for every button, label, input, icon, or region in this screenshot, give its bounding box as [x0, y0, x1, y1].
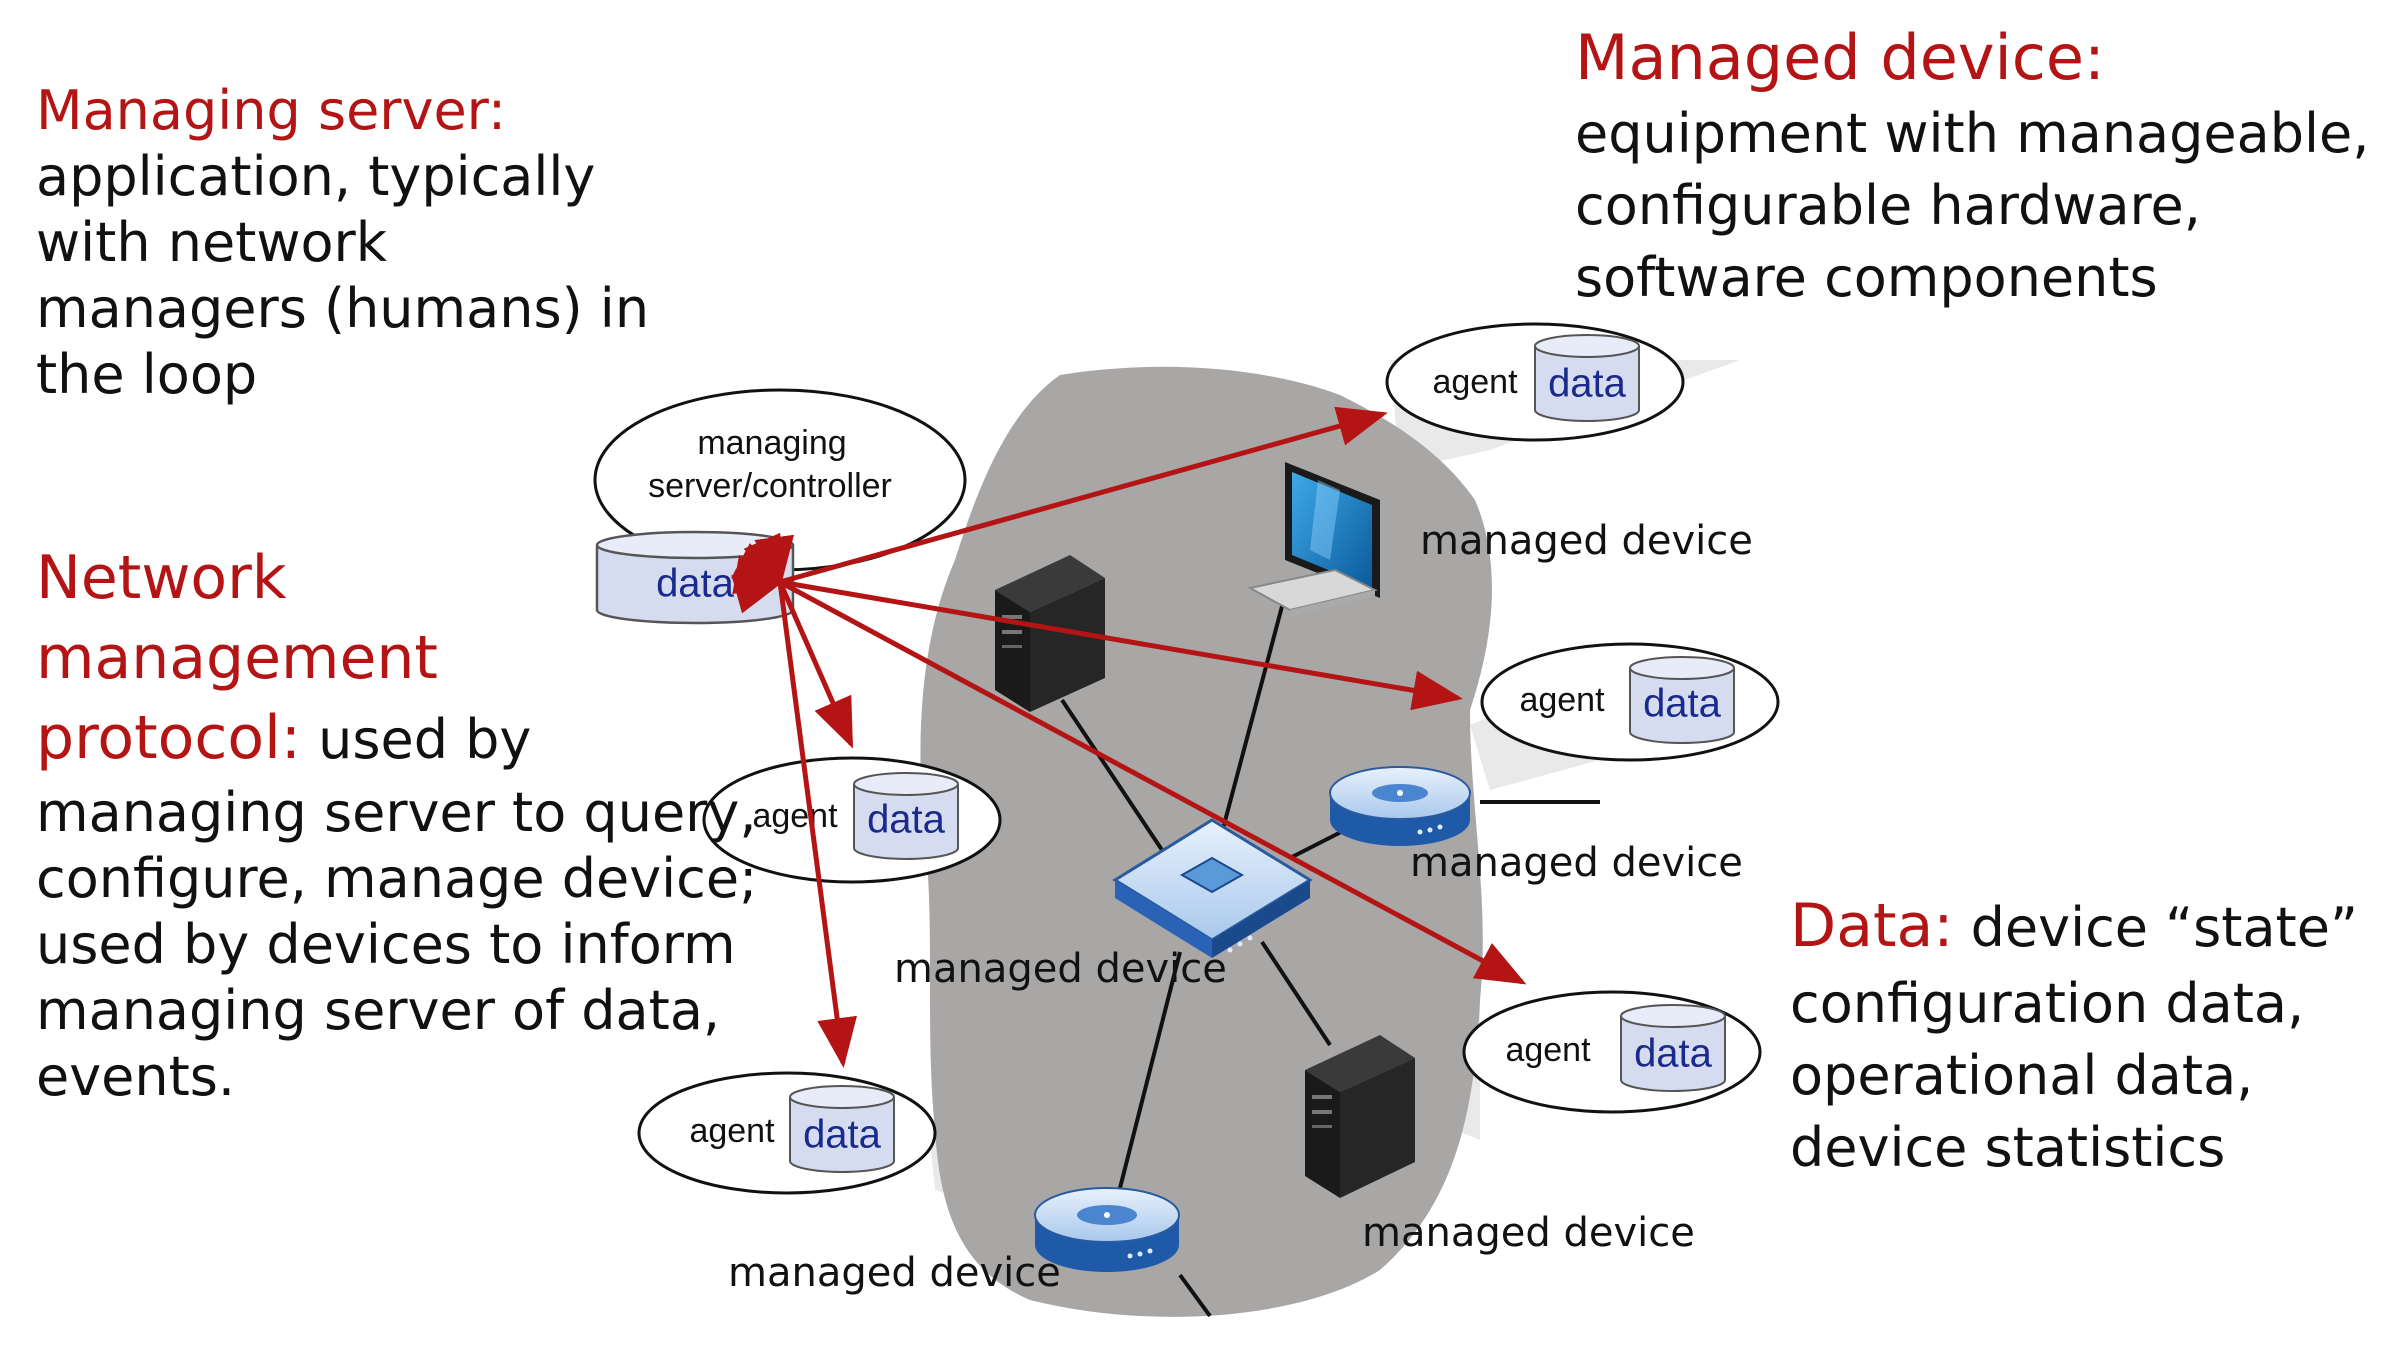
agent-data-label: data — [1643, 682, 1722, 726]
desc-line: managing server to query, — [36, 781, 757, 844]
protocol-title-row: protocol: used by — [36, 698, 757, 780]
agent-bubble — [637, 1071, 937, 1195]
server-tower-icon — [1305, 1035, 1415, 1198]
agent-label: agent — [1505, 1031, 1591, 1069]
agent-bubble — [1480, 642, 1780, 762]
protocol-title-last: protocol: — [36, 703, 301, 773]
agent-label: agent — [752, 797, 838, 835]
desc-line: configurable hardware, — [1575, 174, 2201, 237]
desc-line: equipment with manageable, — [1575, 102, 2370, 165]
agent-bubble — [1462, 990, 1762, 1114]
desc-line: application, typically — [36, 145, 596, 208]
device-label: managed device — [894, 946, 1227, 992]
desc-line: software components — [1575, 246, 2158, 309]
device-label: managed device — [1420, 518, 1753, 564]
managing-server-desc: Managing server: application, typically … — [36, 78, 649, 408]
agent-data-label: data — [1548, 362, 1627, 406]
agent-label: agent — [689, 1112, 775, 1150]
router-icon — [1329, 766, 1471, 846]
device-label: managed device — [728, 1250, 1061, 1296]
agent-bubble — [1385, 322, 1685, 442]
router-icon — [1034, 1187, 1180, 1272]
desc-line: configure, manage device; — [36, 847, 758, 910]
desc-line: operational data, — [1790, 1044, 2254, 1107]
desc-line: the loop — [36, 343, 258, 406]
protocol-arrow — [730, 543, 1527, 985]
managed-device-desc: Managed device: equipment with manageabl… — [1575, 18, 2369, 314]
protocol-inline: used by — [300, 708, 532, 771]
device-label: managed device — [1362, 1210, 1695, 1256]
protocol-title-line: management — [36, 623, 438, 693]
protocol-arrow — [754, 534, 857, 1068]
agent-data-label: data — [1634, 1032, 1713, 1076]
protocol-arrows — [730, 406, 1527, 1068]
protocol-desc: Network management protocol: used by man… — [36, 538, 757, 1110]
device-label: managed device — [1410, 840, 1743, 886]
controller-data-label: data — [656, 562, 735, 606]
controller-label-line1: managing — [697, 424, 846, 462]
data-title: Data: — [1790, 891, 1954, 961]
controller-label-line2: server/controller — [648, 467, 892, 505]
desc-line: device statistics — [1790, 1116, 2226, 1179]
data-desc: Data: device “state” configuration data,… — [1790, 886, 2358, 1184]
data-inline: device “state” — [1953, 896, 2358, 959]
desc-line: used by devices to inform — [36, 913, 736, 976]
desc-line: managers (humans) in — [36, 277, 650, 340]
managing-server-title: Managing server: — [36, 79, 507, 142]
agent-label: agent — [1519, 681, 1605, 719]
desc-line: managing server of data, — [36, 979, 721, 1042]
agent-data-label: data — [867, 798, 946, 842]
desc-line: configuration data, — [1790, 972, 2305, 1035]
protocol-title-line: Network — [36, 543, 287, 613]
agent-data-label: data — [803, 1113, 882, 1157]
agent-label: agent — [1432, 363, 1518, 401]
desc-line: events. — [36, 1045, 236, 1108]
data-title-row: Data: device “state” — [1790, 886, 2358, 968]
desc-line: with network — [36, 211, 388, 274]
managed-device-title: Managed device: — [1575, 21, 2105, 94]
